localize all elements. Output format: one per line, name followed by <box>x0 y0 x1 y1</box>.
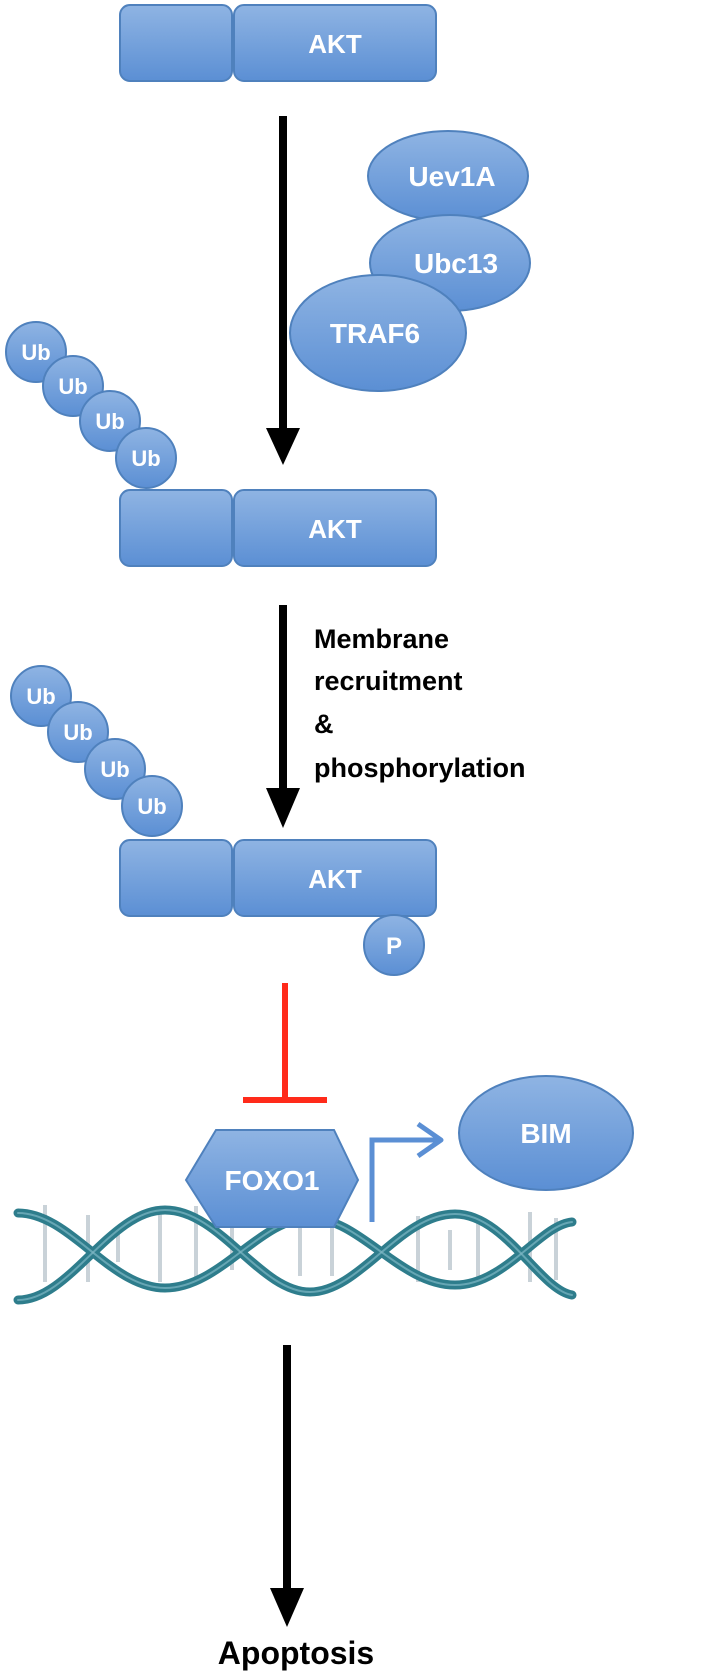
ub-node <box>84 738 146 800</box>
outcome-label: Apoptosis <box>218 1635 374 1671</box>
traf6-label: TRAF6 <box>330 318 420 349</box>
edge-label-line: & <box>314 709 334 739</box>
dna-double-helix-icon <box>13 1205 577 1305</box>
edge-label-line: Membrane <box>314 624 449 654</box>
arrow-recruitment <box>266 605 300 828</box>
phosphate-group: P <box>363 914 425 976</box>
ub-node <box>47 701 109 763</box>
bim-label: BIM <box>520 1118 571 1149</box>
arrow-ubiquitination <box>266 116 300 465</box>
akt-top-label: AKT <box>308 29 362 59</box>
ub-label: Ub <box>100 757 129 782</box>
ub-label: Ub <box>26 684 55 709</box>
transcription-arrow <box>369 1121 444 1222</box>
e2-e3-complex: Uev1A Ubc13 TRAF6 <box>289 130 531 392</box>
arrow-recruitment-label: Membrane recruitment & phosphorylation <box>314 624 526 783</box>
traf6-node <box>289 274 467 392</box>
akt-protein-top: AKT <box>119 4 437 82</box>
uev1a-label: Uev1A <box>408 161 495 192</box>
ub-label: Ub <box>58 374 87 399</box>
phosphate-label: P <box>386 933 402 960</box>
edge-label-line: phosphorylation <box>314 753 526 783</box>
ub-label: Ub <box>63 720 92 745</box>
akt-bottom-label: AKT <box>308 864 362 894</box>
ub-node <box>121 775 183 837</box>
ubc13-label: Ubc13 <box>414 248 498 279</box>
ub-label: Ub <box>95 409 124 434</box>
ubiquitin-chain-1: Ub Ub Ub Ub <box>5 321 177 489</box>
akt-protein-middle: AKT <box>119 489 437 567</box>
ub-label: Ub <box>131 446 160 471</box>
ubiquitin-chain-2: Ub Ub Ub Ub <box>10 665 183 837</box>
arrow-apoptosis <box>270 1345 304 1627</box>
t-bar-inhibition-icon <box>243 983 327 1103</box>
edge-label-line: recruitment <box>314 666 463 696</box>
ub-node <box>115 427 177 489</box>
ub-label: Ub <box>137 794 166 819</box>
foxo1-transcription-factor: FOXO1 <box>184 1129 360 1228</box>
ub-label: Ub <box>21 340 50 365</box>
akt-middle-label: AKT <box>308 514 362 544</box>
foxo1-label: FOXO1 <box>225 1165 320 1196</box>
akt-protein-bottom: AKT <box>119 839 437 917</box>
bim-node: BIM <box>458 1075 634 1191</box>
